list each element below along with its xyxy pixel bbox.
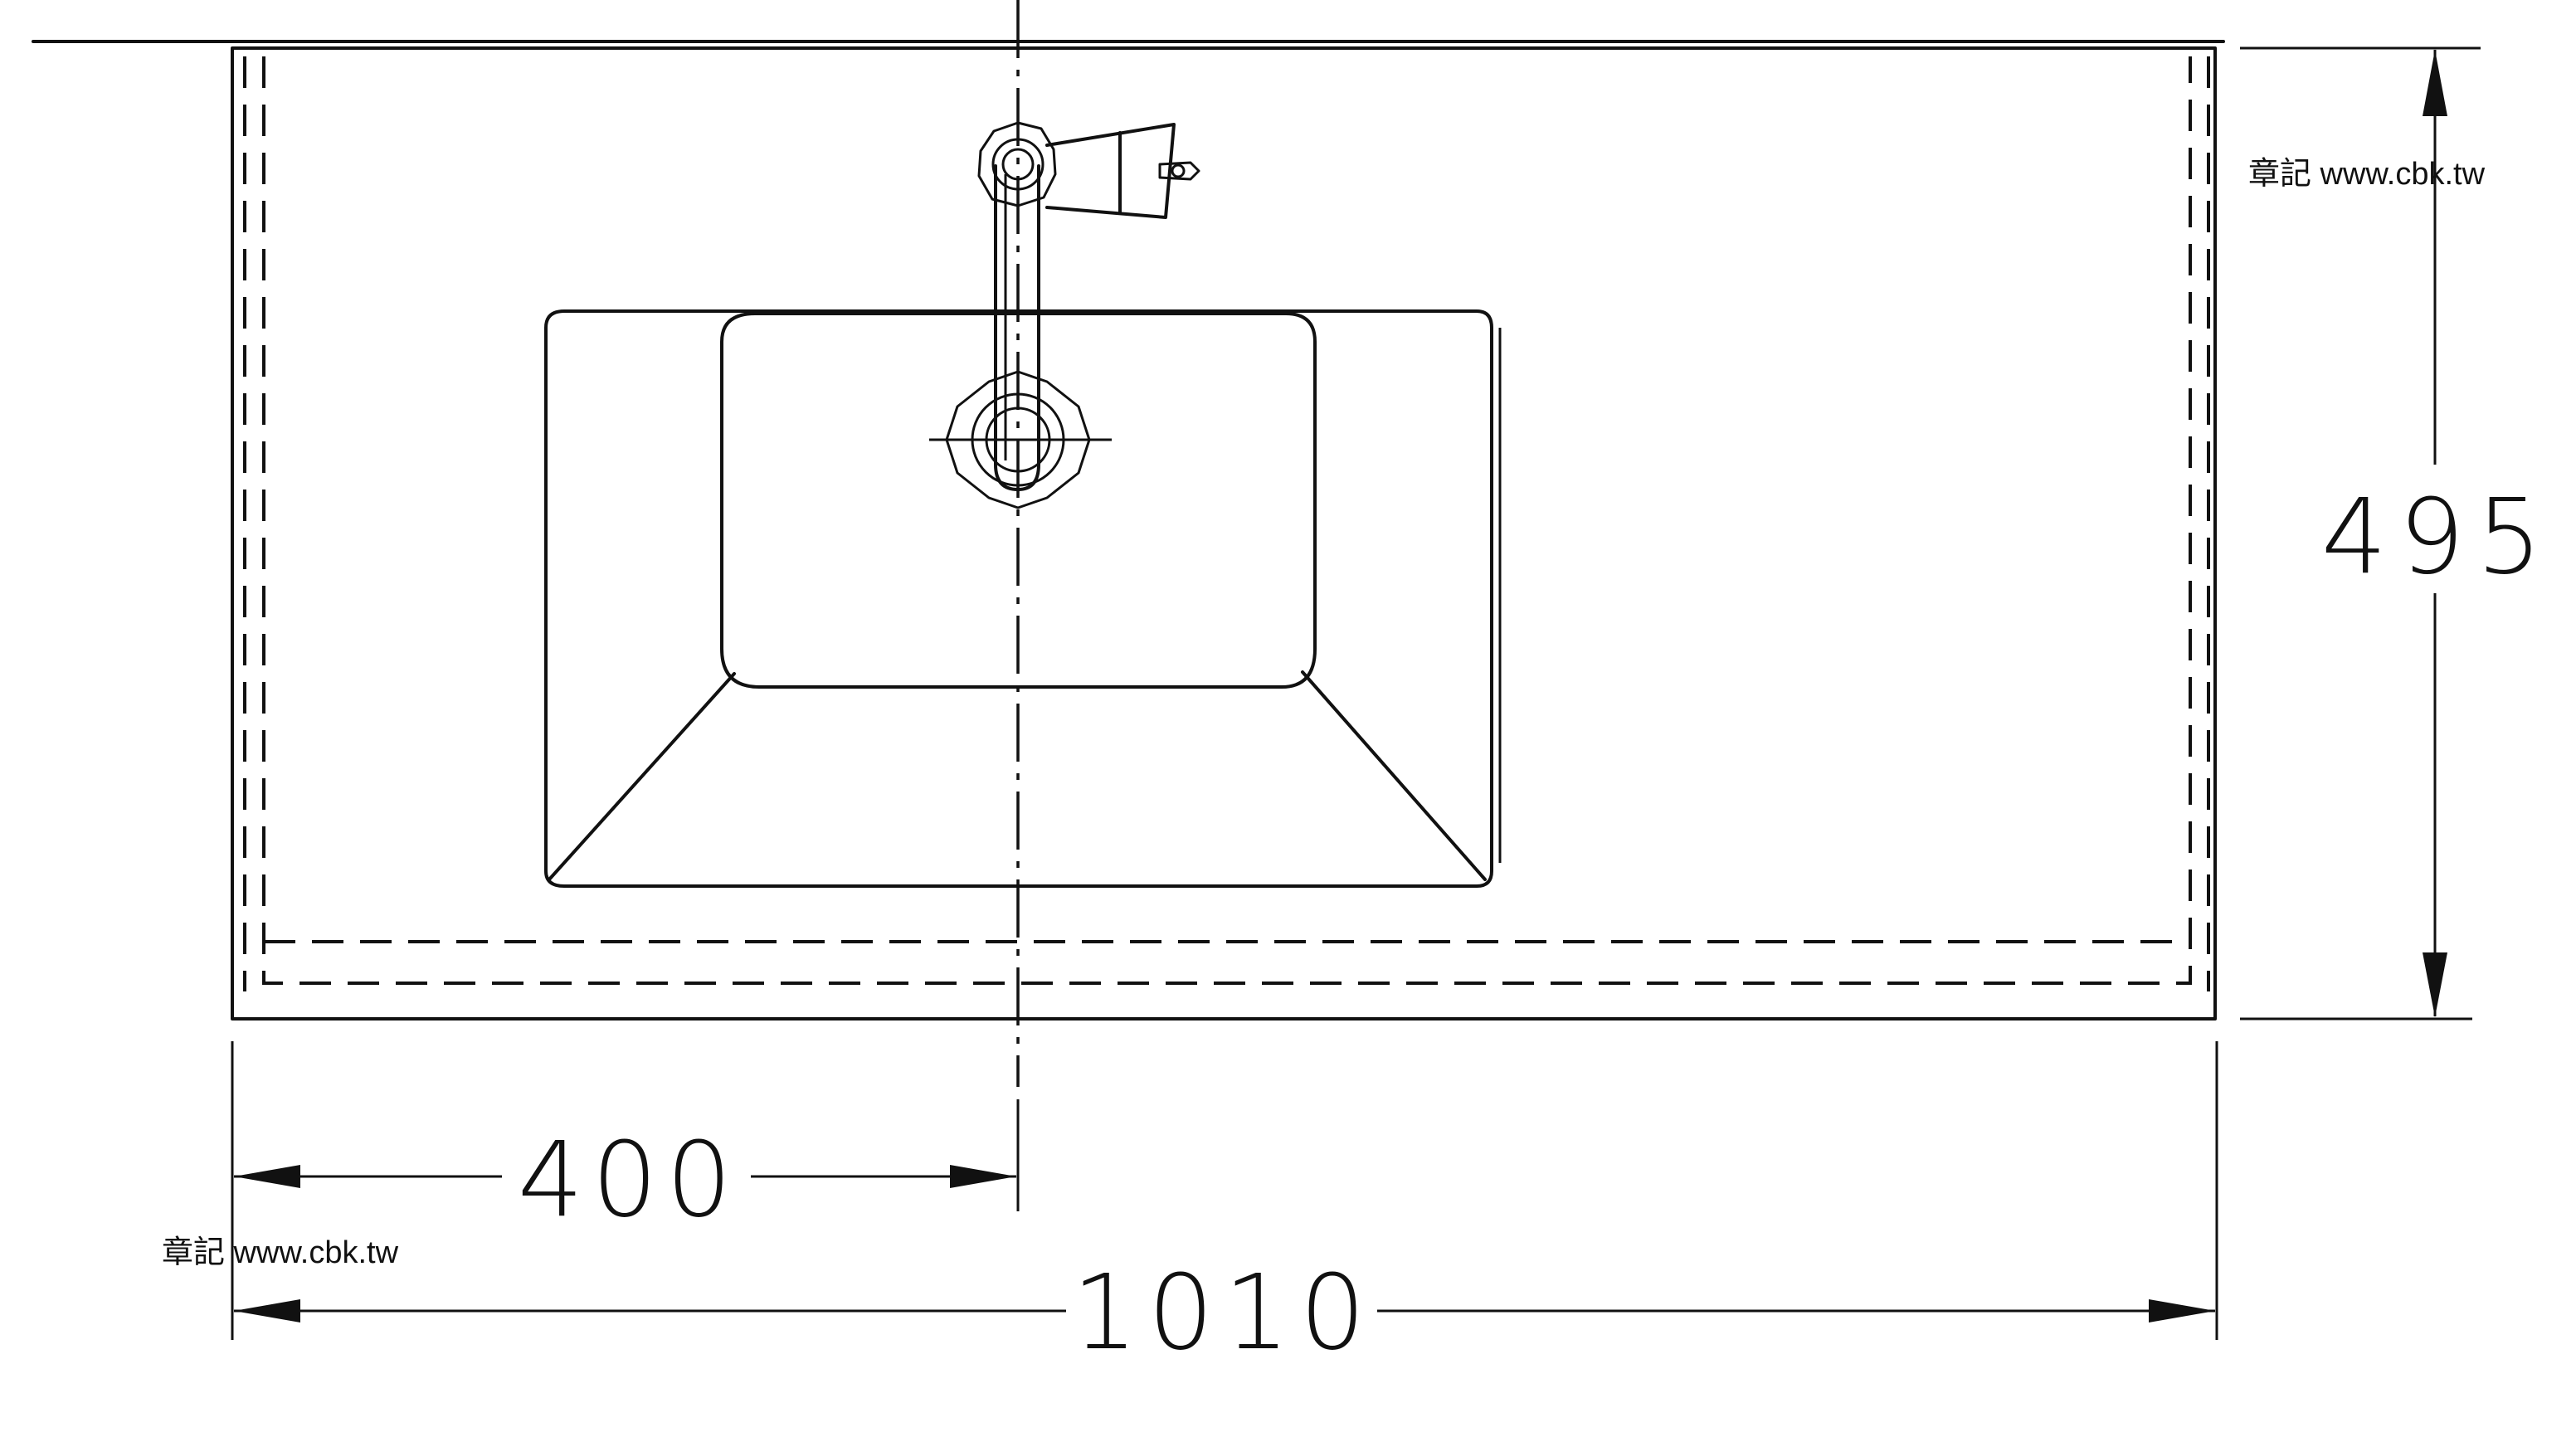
basin-bowl bbox=[720, 312, 1317, 689]
drain-icon bbox=[945, 370, 1091, 509]
cabinet-outline bbox=[231, 46, 2217, 1021]
basin-outer-rim bbox=[544, 309, 1493, 888]
basin-slope-left bbox=[548, 672, 736, 881]
depth-dimension-value: 495 bbox=[2321, 477, 2554, 597]
watermark-top-right: 章記 www.cbk.tw bbox=[2248, 157, 2486, 192]
basin-slope-right bbox=[1301, 670, 1487, 881]
depth-dimension bbox=[2240, 46, 2481, 1021]
faucet-icon bbox=[977, 121, 1200, 491]
cabinet-hidden-sides bbox=[243, 56, 2210, 991]
watermark-bottom-left: 章記 www.cbk.tw bbox=[162, 1235, 399, 1270]
offset-dimension-value: 400 bbox=[518, 1120, 741, 1240]
cabinet-hidden-outline bbox=[262, 56, 2192, 985]
width-dimension-value: 1010 bbox=[1072, 1253, 1376, 1373]
offset-dimension bbox=[231, 1041, 1020, 1211]
width-dimension bbox=[231, 1041, 2218, 1340]
